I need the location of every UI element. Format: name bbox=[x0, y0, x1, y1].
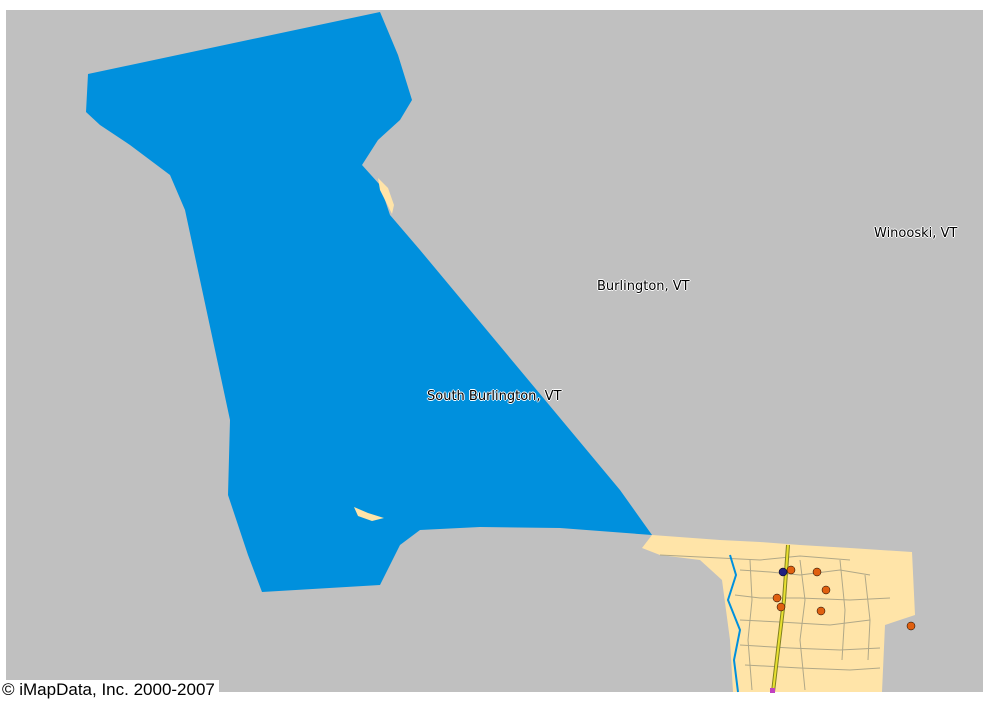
copyright-notice: © iMapData, Inc. 2000-2007 bbox=[2, 680, 219, 702]
poi-marker[interactable] bbox=[821, 585, 831, 595]
stream bbox=[726, 554, 742, 693]
shoreline-spit bbox=[378, 178, 394, 214]
lake-water-area bbox=[86, 12, 652, 592]
poi-marker-square[interactable] bbox=[770, 688, 775, 693]
poi-marker[interactable] bbox=[906, 621, 916, 631]
label-south-burlington: South Burlington, VT bbox=[427, 389, 562, 404]
island-shape bbox=[354, 507, 384, 521]
label-winooski: Winooski, VT bbox=[874, 226, 958, 241]
poi-marker[interactable] bbox=[812, 567, 822, 577]
label-burlington: Burlington, VT bbox=[597, 279, 690, 294]
street-network bbox=[659, 554, 891, 691]
urban-area bbox=[642, 535, 915, 692]
poi-marker[interactable] bbox=[772, 593, 782, 603]
poi-marker[interactable] bbox=[786, 565, 796, 575]
poi-marker[interactable] bbox=[776, 602, 786, 612]
poi-marker[interactable] bbox=[778, 567, 788, 577]
poi-marker[interactable] bbox=[816, 606, 826, 616]
